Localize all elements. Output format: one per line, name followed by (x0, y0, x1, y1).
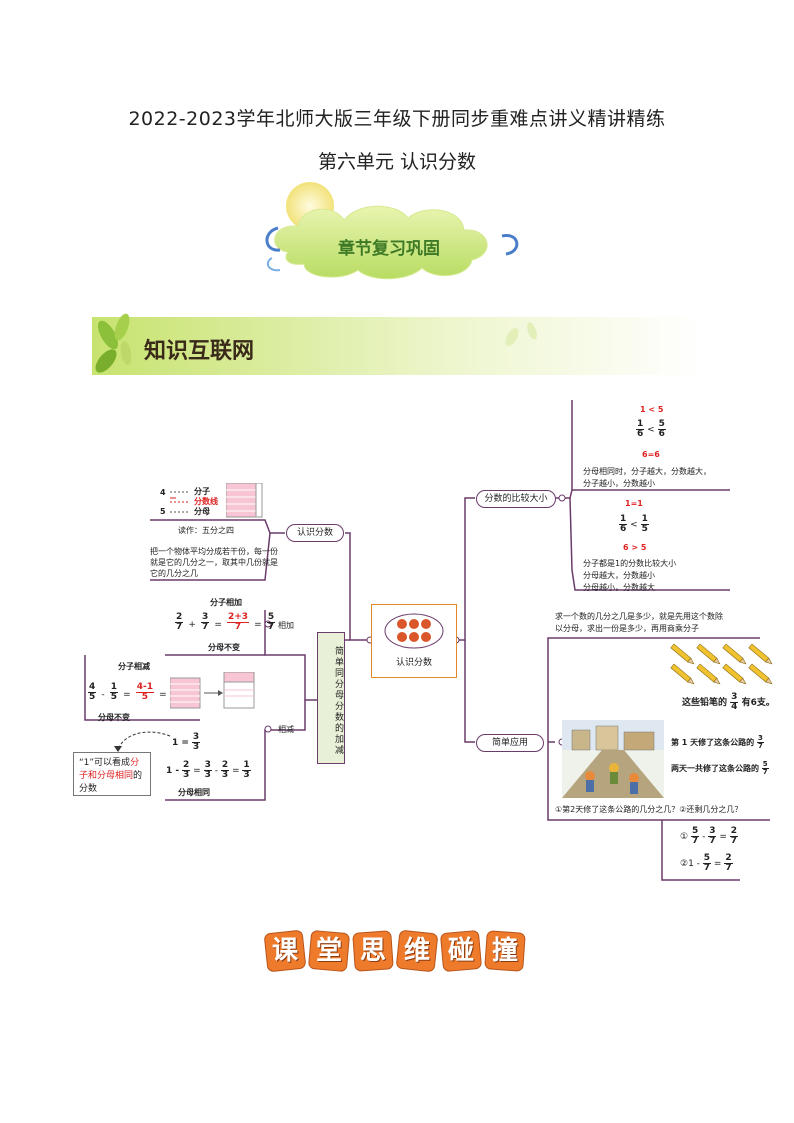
apples-icon (384, 613, 444, 649)
leaf-banner-icon (92, 313, 702, 375)
fraction-grid-icon (226, 483, 263, 518)
denominator-same-label-3: 分母相同 (178, 788, 210, 797)
knowledge-network-label: 知识互联网 (144, 339, 255, 364)
rule-numerator-one-3: 分母越小，分数越大 (583, 583, 655, 592)
classroom-thinking-label: 课堂思维碰撞 (272, 936, 537, 966)
subtraction-grid-icon (170, 672, 255, 709)
application-intro-2: 以分母，求出一份是多少，再用商乘分子 (555, 624, 699, 633)
add-label: 相加 (278, 621, 294, 630)
numerator-subtract-label: 分子相减 (118, 662, 150, 671)
center-label: 认识分数 (395, 658, 432, 668)
pencils-icon (670, 643, 773, 685)
rule-numerator-one-2: 分母越大，分数越小 (583, 571, 655, 580)
denominator-number: 5 (160, 507, 166, 516)
compare-denominator-greater: 6 > 5 (623, 543, 647, 552)
numerator-number: 4 (160, 488, 166, 497)
denominator-same-label-2: 分母不变 (98, 713, 130, 722)
road-construction-image (562, 720, 664, 798)
chapter-review-banner: 章节复习巩固 (258, 180, 528, 285)
add-subtract-node[interactable]: 简单同分母分数的加减 (317, 632, 345, 764)
note-box: “1”可以看成分子和分母相同的分数 (73, 752, 151, 796)
denominator-same-label: 分母不变 (208, 643, 240, 652)
compare-numerator-equal: 1=1 (625, 499, 643, 508)
fraction-definition: 把一个物体平均分成若干份，每一份就是它的几分之一，取其中几份就是它的几分之几 (150, 547, 278, 578)
rule-same-denominator-1: 分母相同时，分子越大，分数越大， (583, 467, 711, 476)
page-subtitle: 第六单元 认识分数 (317, 151, 477, 173)
road-question: ①第2天修了这条公路的几分之几？②还剩几分之几？ (555, 805, 743, 814)
numerator-label: 分子 (194, 487, 210, 496)
compare-fractions-node[interactable]: 分数的比较大小 (476, 490, 556, 508)
dotted-leaders (170, 491, 190, 513)
compare-denominator-equal: 6=6 (642, 450, 660, 459)
center-node[interactable]: 认识分数 (371, 604, 457, 678)
subtract-label: 相减 (278, 725, 294, 734)
fraction-line-label: 分数线 (194, 497, 218, 506)
classroom-thinking-banner: 课堂思维碰撞 (264, 928, 534, 974)
chapter-review-label: 章节复习巩固 (338, 239, 440, 259)
numerator-add-label: 分子相加 (210, 598, 242, 607)
page-title: 2022-2023学年北师大版三年级下册同步重难点讲义精讲精练 (128, 108, 666, 130)
knowledge-network-banner: 知识互联网 (92, 305, 702, 380)
application-intro-1: 求一个数的几分之几是多少，就是先用这个数除 (555, 612, 723, 621)
subtraction-formula: 45 - 15 = 4-15 = 35 (88, 682, 180, 702)
compare-numerator-relation: 1 < 5 (640, 405, 664, 414)
recognize-fractions-node[interactable]: 认识分数 (286, 524, 344, 542)
denominator-label: 分母 (194, 507, 210, 516)
dashed-arrow-icon (114, 731, 171, 752)
rule-same-denominator-2: 分子越小，分数越小 (583, 479, 655, 488)
simple-application-node[interactable]: 简单应用 (476, 734, 544, 752)
rule-numerator-one-1: 分子都是1的分数比较大小 (583, 559, 677, 568)
read-as-text: 读作：五分之四 (178, 526, 234, 535)
banner-tiles-icon (264, 930, 526, 972)
sun-cloud-icon (265, 182, 519, 280)
